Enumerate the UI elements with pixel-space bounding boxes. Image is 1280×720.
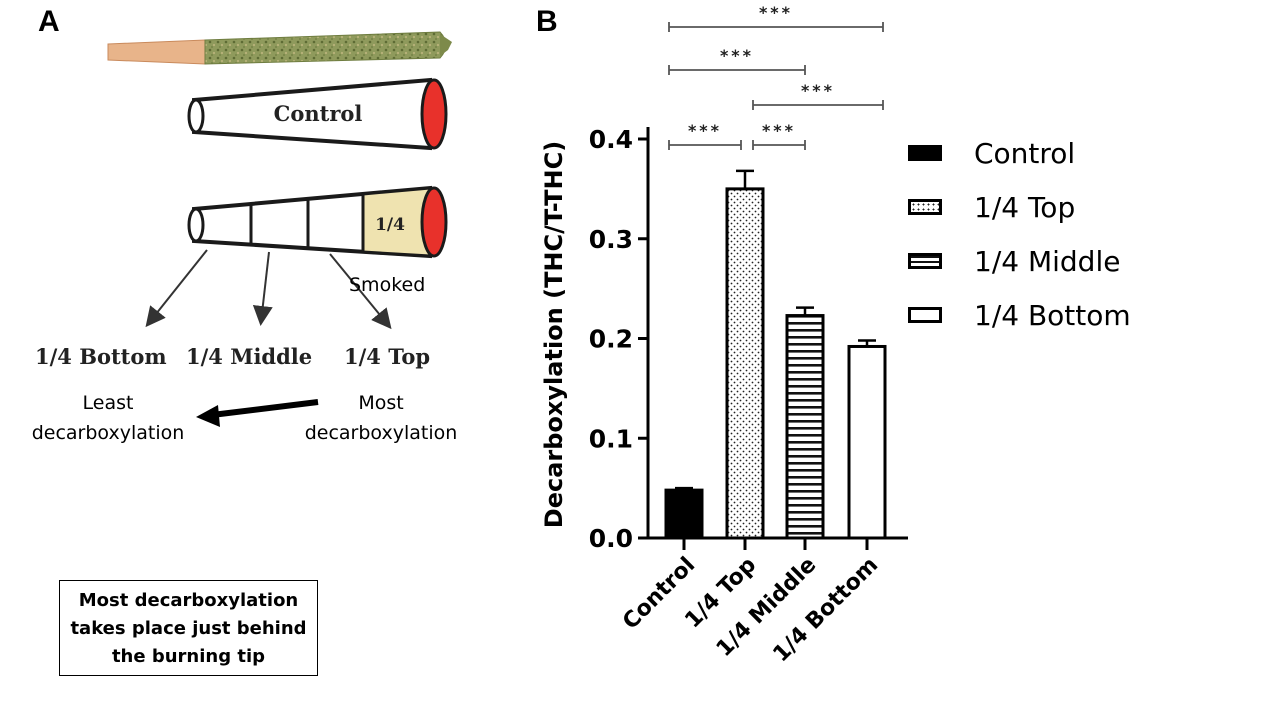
legend-swatch-bottom [908,307,942,323]
summary-note-box: Most decarboxylation takes place just be… [59,580,318,676]
segmented-cone-burning-tip [420,186,448,258]
joint-twist-end [440,34,452,56]
most-line-1: Most [358,392,404,414]
segmented-cone-mouth [187,207,205,243]
least-line-1: Least [82,392,134,414]
significance-stars-3: *** [801,81,835,100]
joint-diagram: Control 1/4 [107,31,452,427]
bottom-quarter-label: 1/4 Bottom [35,344,167,369]
control-cone-label: Control [274,101,363,126]
legend-label-top: 1/4 Top [974,191,1076,224]
note-line-1: Most decarboxylation [78,590,299,611]
most-decarboxylation-label: Most decarboxylation [300,388,462,448]
arrow-to-middle [252,251,273,326]
legend-swatch-top [908,199,942,215]
note-line-2: takes place just behind [70,618,307,639]
top-quarter-label: 1/4 Top [344,344,431,369]
joint-image [107,31,452,65]
significance-stars-4: *** [759,3,793,22]
arrow-to-bottom [145,249,208,328]
segmented-cone [187,185,448,259]
control-cone-burning-tip [420,78,448,150]
y-tick-label: 0.2 [589,325,633,354]
bar-3 [847,344,887,540]
least-decarboxylation-label: Least decarboxylation [28,388,188,448]
arrow-to-top [329,253,392,330]
legend-label-control: Control [974,137,1076,170]
y-tick-label: 0.0 [589,524,633,553]
segment-fraction-label: 1/4 [375,215,405,235]
y-axis-label: Decarboxylation (THC/T-THC) [540,141,568,528]
panel-b-letter: B [536,5,558,38]
bar-0 [664,488,704,540]
most-line-2: decarboxylation [304,422,458,444]
significance-stars-2: *** [720,46,754,65]
bar-2 [785,314,825,540]
legend-swatch-middle [908,253,942,269]
y-tick-label: 0.4 [589,125,633,154]
legend-label-bottom: 1/4 Bottom [974,299,1131,332]
panel-a-letter: A [38,5,60,38]
decarboxylation-direction-arrowhead [196,405,220,427]
legend-swatch-control [908,145,942,161]
legend-label-middle: 1/4 Middle [974,245,1121,278]
joint-herb-body [204,31,447,65]
least-line-2: decarboxylation [31,422,185,444]
control-cone-mouth [187,98,205,134]
joint-filter-tip [107,39,206,65]
note-line-3: the burning tip [111,646,266,667]
bar-1 [725,187,765,540]
y-tick-label: 0.1 [589,424,633,453]
middle-quarter-label: 1/4 Middle [186,344,313,369]
significance-stars-1: *** [762,121,796,140]
control-cone [187,77,448,151]
smoked-label: Smoked [349,274,426,296]
y-tick-label: 0.3 [589,225,633,254]
significance-stars-0: *** [688,121,722,140]
decarboxylation-direction-arrow [211,399,319,418]
